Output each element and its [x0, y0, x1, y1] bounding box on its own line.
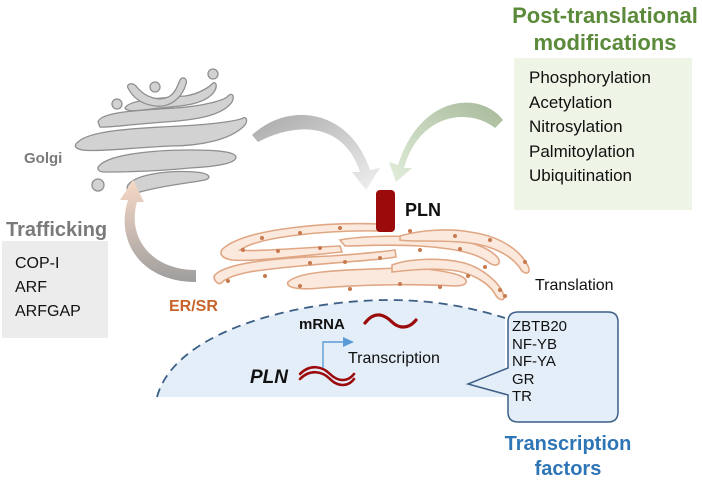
ptm-title-line2: modifications [533, 30, 677, 55]
transcription-factors-callout [465, 311, 619, 423]
trafficking-item: ARFGAP [15, 303, 81, 320]
ptm-item: Nitrosylation [529, 117, 623, 136]
transcription-factors-title-line1: Transcription [504, 433, 632, 455]
ptm-item: Palmitoylation [529, 141, 635, 161]
trafficking-title: Trafficking [6, 219, 108, 241]
ptm-title: Post-translational modifications [508, 2, 702, 56]
golgi-apparatus [74, 68, 248, 194]
pln-protein-label: PLN [405, 200, 441, 220]
transcription-factor-item: NF-YA [512, 353, 556, 370]
transcription-arrow [322, 337, 354, 368]
golgi-label: Golgi [24, 150, 63, 167]
transcription-factors-title: Transcription factors [488, 432, 648, 482]
golgi-to-pln-arrow [252, 114, 380, 190]
mrna-label: mRNA [299, 316, 345, 333]
transcription-factor-item: TR [512, 388, 532, 405]
ptm-box: Phosphorylation Acetylation Nitrosylatio… [514, 58, 692, 210]
transcription-factors-title-line2: factors [534, 458, 602, 480]
trafficking-box: COP-I ARF ARFGAP [2, 241, 108, 338]
pln-gene-squiggle [298, 365, 356, 387]
ptm-item: Acetylation [529, 92, 613, 112]
ptm-item: Ubiquitination [529, 166, 633, 185]
pln-gene-label: PLN [250, 367, 288, 388]
er-sr-label: ER/SR [169, 298, 218, 315]
nucleus [157, 300, 505, 397]
ptm-to-pln-arrow [389, 102, 503, 182]
pln-protein [376, 190, 395, 232]
transcription-label: Transcription [348, 350, 440, 367]
trafficking-item: ARF [15, 279, 47, 296]
transcription-factor-item: ZBTB20 [512, 318, 568, 335]
ptm-title-line1: Post-translational [512, 3, 698, 28]
translation-label: Translation [535, 277, 614, 294]
ptm-item: Phosphorylation [529, 68, 651, 87]
transcription-factor-item: NF-YB [512, 335, 557, 353]
er-sr-membrane [213, 222, 530, 301]
mrna-squiggle [363, 313, 418, 329]
trafficking-arrow [120, 180, 196, 282]
trafficking-item: COP-I [15, 255, 60, 272]
transcription-factor-item: GR [512, 370, 535, 388]
transcription-factor-list: ZBTB20 NF-YB NF-YA GR TR [512, 318, 567, 406]
nuclear-envelope [156, 299, 506, 398]
